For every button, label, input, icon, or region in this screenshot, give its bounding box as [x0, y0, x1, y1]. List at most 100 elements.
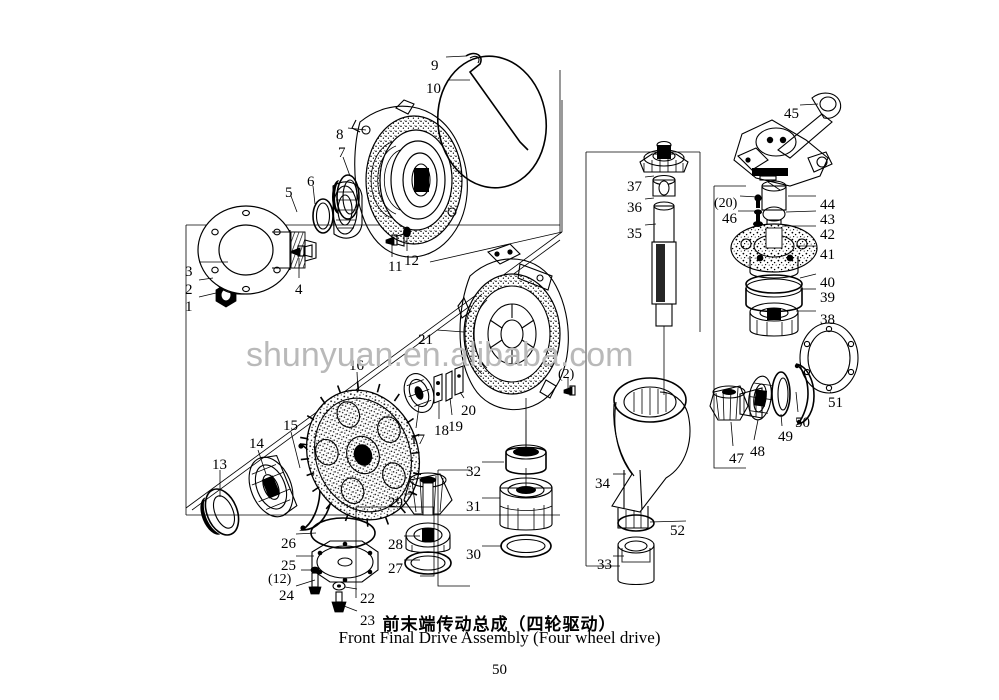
- part-40-ring: [745, 274, 803, 294]
- page-number: 50: [492, 662, 507, 678]
- callout-19: 19: [448, 419, 463, 435]
- part-20-bracket: [454, 365, 464, 396]
- part-5-o-ring: [312, 198, 334, 234]
- callout-49: 49: [778, 429, 793, 445]
- part-29-bevel-pinion: [403, 472, 453, 516]
- callout-36: 36: [627, 200, 642, 216]
- part-2-bolt-paren: [563, 385, 576, 396]
- callout-14: 14: [249, 436, 264, 452]
- part-4-stud: [291, 244, 313, 258]
- callout-20: (20): [714, 196, 738, 211]
- part-52-o-ring: [617, 514, 655, 532]
- callout-26: 26: [281, 536, 296, 552]
- diagram-title-english: Front Final Drive Assembly (Four wheel d…: [338, 628, 661, 647]
- part-11-bolt: [385, 233, 405, 247]
- part-10-gasket: [436, 55, 548, 189]
- part-8-housing: [351, 99, 468, 258]
- callout-5: 5: [285, 185, 293, 201]
- part-2-washer: [212, 270, 228, 286]
- part-33-bushing: [617, 536, 655, 586]
- callout-38: 38: [820, 312, 835, 328]
- part-44-king-pin: [761, 180, 787, 211]
- part-46-pin: [753, 194, 763, 227]
- part-41-housing-plate: [730, 223, 818, 279]
- callout-31: 31: [466, 499, 481, 515]
- part-14-bearing: [248, 454, 298, 518]
- part-6-bearing: [332, 181, 363, 239]
- part-38-bearing: [749, 302, 799, 337]
- part-26-gasket: [310, 517, 376, 549]
- callout-52: 52: [670, 523, 685, 539]
- part-12-washer: [403, 226, 411, 238]
- callout-40: 40: [820, 275, 835, 291]
- callout-21: 21: [418, 332, 433, 348]
- callout-24: 24: [279, 588, 294, 604]
- part-35-drive-shaft: [651, 201, 677, 395]
- callout-43: 43: [820, 212, 835, 228]
- callout-35: 35: [627, 226, 642, 242]
- part-34-knuckle-housing: [611, 377, 691, 529]
- part-37-gear: [639, 140, 689, 173]
- part-25-cover-plate: [311, 540, 379, 583]
- callout-12: 12: [404, 253, 419, 269]
- callout-11: 11: [388, 259, 403, 275]
- callout-16: 16: [349, 358, 364, 374]
- callout-48: 48: [750, 444, 765, 460]
- callout-46: 46: [722, 211, 737, 227]
- callout-39: 39: [820, 290, 835, 306]
- callout-2: (2): [558, 367, 575, 382]
- callout-51: 51: [828, 395, 843, 411]
- part-31-bearing-housing: [499, 477, 553, 531]
- callout-12: (12): [268, 572, 292, 587]
- callout-20: 20: [461, 403, 476, 419]
- part-51-flange-cover: [799, 322, 859, 394]
- callout-8: 8: [336, 127, 344, 143]
- part-18-shim: [433, 373, 443, 404]
- callout-45: 45: [784, 106, 799, 122]
- callout-50: 50: [795, 415, 810, 431]
- callout-41: 41: [820, 247, 835, 263]
- diagram-title-chinese: 前末端传动总成（四轮驱动）: [382, 615, 617, 635]
- callout-42: 42: [820, 227, 835, 243]
- callout-37: 37: [627, 179, 642, 195]
- callout-3: 3: [185, 264, 193, 280]
- callout-10: 10: [426, 81, 441, 97]
- callout-47: 47: [729, 451, 744, 467]
- callout-30: 30: [466, 547, 481, 563]
- callout-23: 23: [360, 613, 375, 629]
- part-36-spacer: [652, 174, 676, 197]
- part-12-washer-b: [310, 566, 320, 574]
- callout-25: 25: [281, 558, 296, 574]
- part-30-o-ring: [500, 534, 552, 558]
- callout-15: 15: [283, 418, 298, 434]
- callout-44: 44: [820, 197, 835, 213]
- callout-28: 28: [388, 537, 403, 553]
- callout-34: 34: [595, 476, 610, 492]
- part-24-bolt: [308, 572, 322, 595]
- part-19-shim: [445, 370, 453, 402]
- callout-29: 29: [388, 495, 403, 511]
- callout-6: 6: [307, 174, 315, 190]
- part-32-collar: [505, 444, 547, 475]
- callout-2: 2: [185, 282, 193, 298]
- part-16-ring-gear: [300, 381, 422, 527]
- part-3-hub-flange: [197, 205, 317, 295]
- part-22-washer: [332, 581, 346, 591]
- part-13-oil-seal: [200, 488, 240, 536]
- callout-32: 32: [466, 464, 481, 480]
- part-23-bolt: [331, 591, 347, 613]
- part-39-cup: [745, 278, 803, 313]
- callout-7: 7: [338, 145, 346, 161]
- watermark-text: shunyuan.en.alibaba.com: [246, 336, 634, 374]
- part-15-snap-ring: [298, 443, 333, 531]
- part-7-seal-ring: [332, 174, 360, 220]
- callout-13: 13: [212, 457, 227, 473]
- callout-22: 22: [360, 591, 375, 607]
- callout-4: 4: [295, 282, 303, 298]
- callout-18: 18: [434, 423, 449, 439]
- callout-17: 17: [410, 432, 425, 448]
- callout-9: 9: [431, 58, 439, 74]
